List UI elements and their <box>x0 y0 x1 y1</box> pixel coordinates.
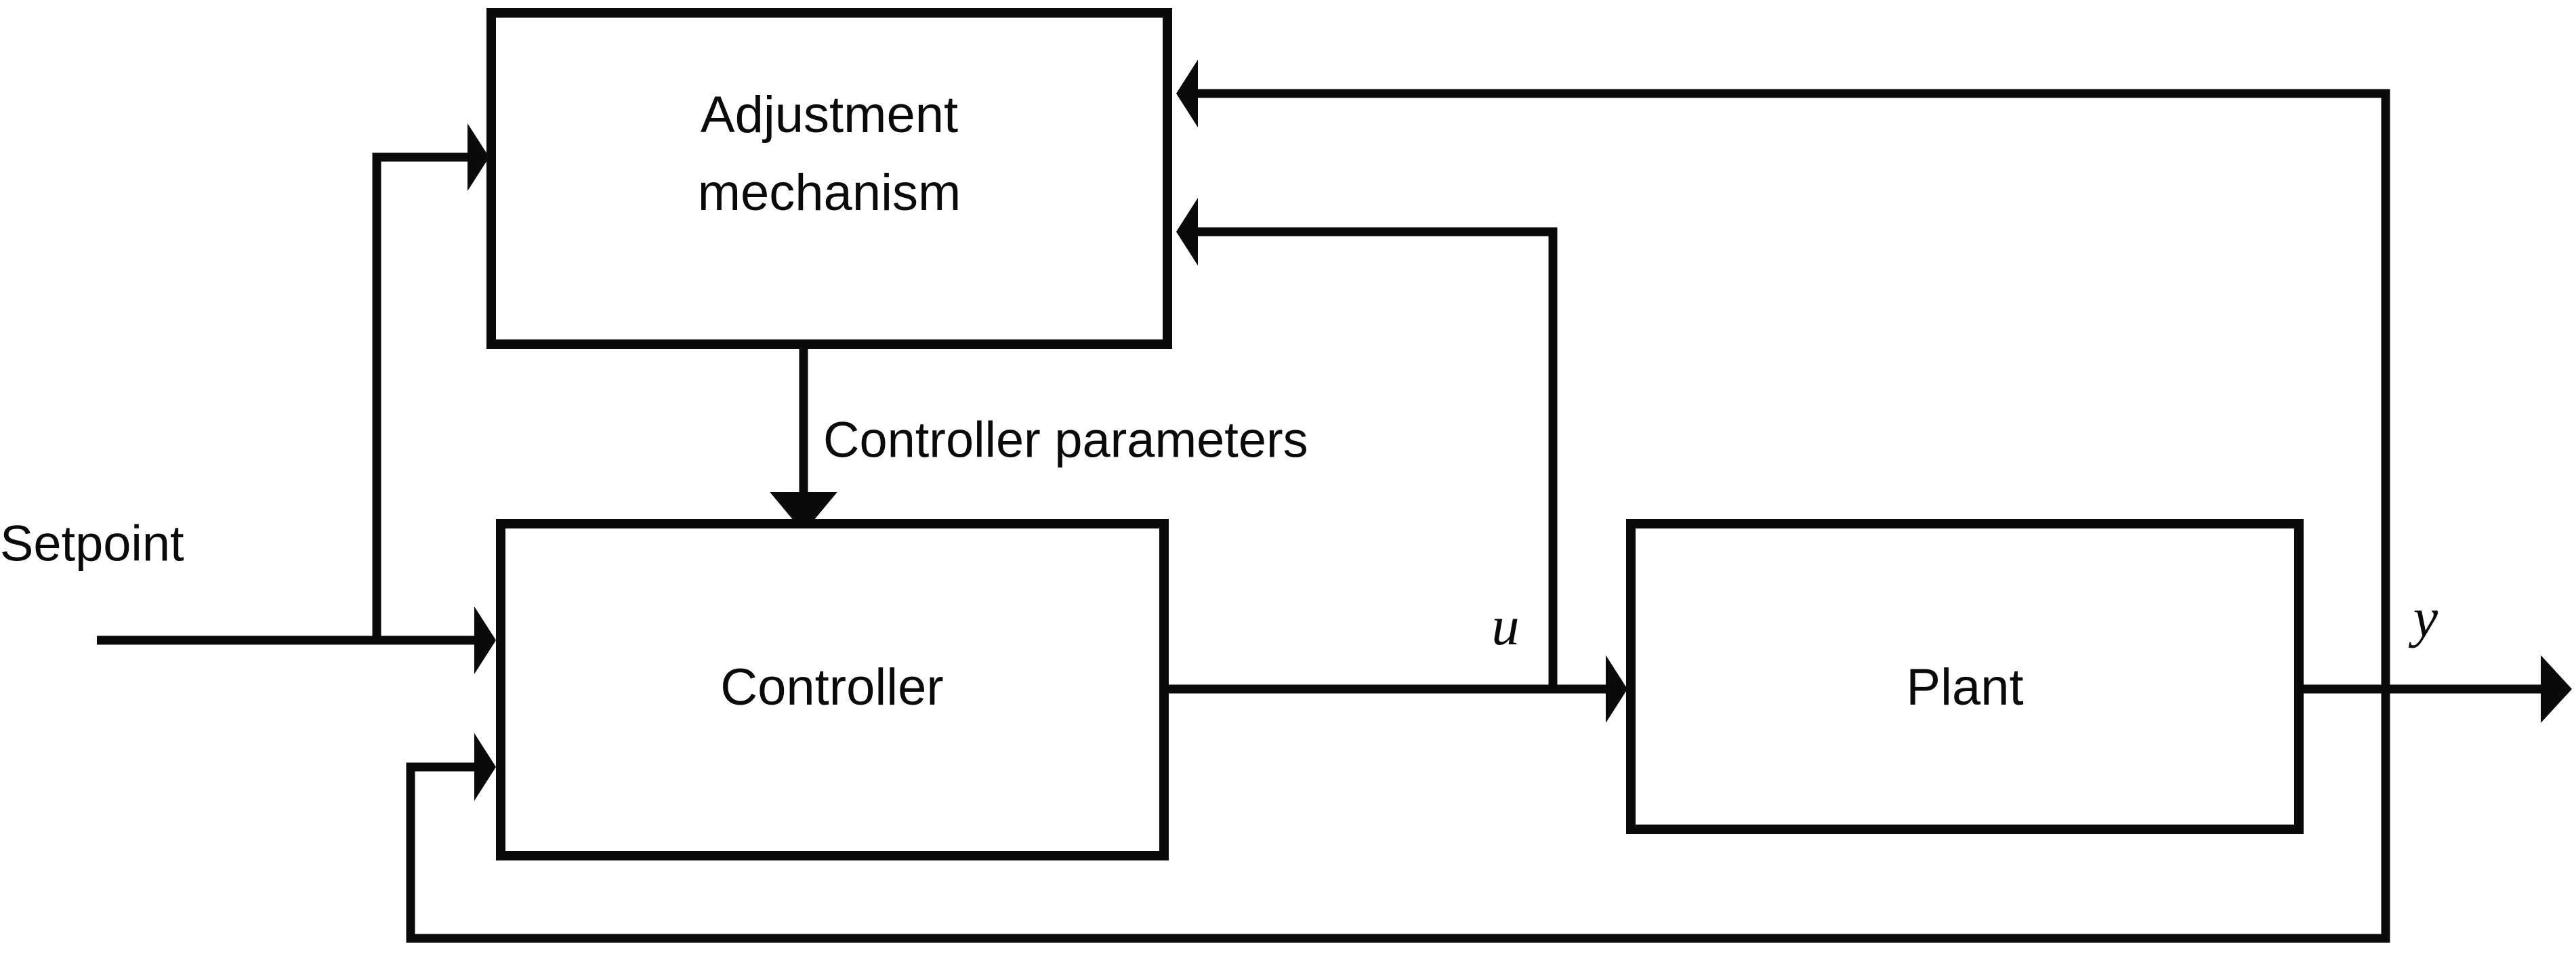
wire-y-to-controller <box>406 689 2390 943</box>
block-adjustment-mechanism[interactable]: Adjustment mechanism <box>486 8 1172 349</box>
wire-adjustment-to-controller <box>770 349 837 533</box>
controller-label: Controller <box>720 659 943 716</box>
plant-box[interactable] <box>1626 519 2304 834</box>
wire-plant-output <box>2304 655 2572 723</box>
wire-u-to-adjustment <box>1176 198 1558 689</box>
y-lower-feedback-line <box>406 689 2390 943</box>
adjustment-mechanism-label-line1: Adjustment <box>701 86 958 144</box>
wire-y-to-adjustment <box>1176 60 2390 689</box>
block-controller[interactable]: Controller <box>496 519 1169 860</box>
u-feedback-arrowhead <box>1176 198 1198 266</box>
setpoint-branch-arrowhead <box>468 123 489 191</box>
controller-box[interactable] <box>496 519 1169 860</box>
wire-controller-to-plant <box>1169 655 1627 723</box>
y-upper-feedback-line <box>1198 89 2390 689</box>
setpoint-arrowhead <box>474 606 496 674</box>
controller-parameters-arrowhead <box>770 492 837 533</box>
setpoint-branch-line <box>372 152 468 640</box>
plant-output-arrowhead <box>2541 655 2572 723</box>
wire-setpoint-to-adjustment <box>372 123 489 640</box>
plant-label: Plant <box>1906 659 2023 716</box>
wire-setpoint-to-controller <box>97 606 496 674</box>
u-feedback-line <box>1198 227 1558 689</box>
plant-output-label: y <box>2409 587 2438 648</box>
setpoint-label: Setpoint <box>0 516 184 572</box>
control-input-label: u <box>1492 595 1520 657</box>
adjustment-mechanism-box[interactable] <box>486 8 1172 349</box>
control-input-arrowhead <box>1606 655 1627 723</box>
adjustment-mechanism-label-line2: mechanism <box>698 164 961 222</box>
y-lower-feedback-arrowhead <box>474 733 496 801</box>
y-upper-feedback-arrowhead <box>1176 60 1198 127</box>
controller-parameters-label: Controller parameters <box>823 412 1308 468</box>
block-plant[interactable]: Plant <box>1626 519 2304 834</box>
